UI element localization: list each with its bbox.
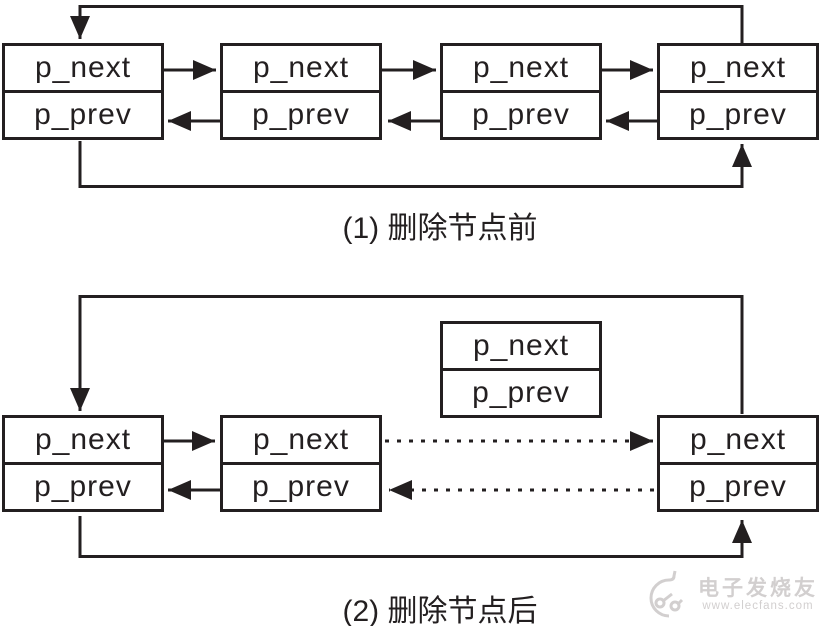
pnext-cell: p_next — [5, 46, 161, 93]
watermark: 电子发烧友 www.elecfans.com — [646, 570, 818, 620]
pprev-label: p_prev — [689, 470, 787, 503]
pprev-label: p_prev — [252, 470, 350, 503]
elecfans-logo-icon — [649, 570, 684, 618]
pnext-label: p_next — [689, 51, 787, 84]
pprev-cell: p_prev — [660, 93, 816, 137]
pprev-cell: p_prev — [223, 465, 379, 509]
pnext-label: p_next — [34, 51, 132, 84]
pnext-cell: p_next — [660, 46, 816, 93]
pprev-label: p_prev — [689, 98, 787, 131]
after-loop-prev1-to-node4-arrow — [78, 516, 752, 558]
pnext-cell: p_next — [5, 418, 161, 465]
after-deleted-node: p_next p_prev — [440, 321, 602, 418]
pprev-cell: p_prev — [5, 93, 161, 137]
pprev-label: p_prev — [34, 470, 132, 503]
pnext-label: p_next — [252, 51, 350, 84]
pprev-label: p_prev — [472, 98, 570, 131]
pnext-cell: p_next — [443, 324, 599, 371]
after-loop-next4-to-node1-arrow — [70, 295, 744, 414]
pnext-cell: p_next — [660, 418, 816, 465]
caption-after: (2) 删除节点后 — [342, 595, 538, 626]
pnext-label: p_next — [34, 423, 132, 456]
pnext-label: p_next — [252, 423, 350, 456]
before-node-1: p_next p_prev — [2, 43, 164, 140]
pprev-cell: p_prev — [443, 371, 599, 415]
after-node-2: p_next p_prev — [220, 415, 382, 512]
pnext-cell: p_next — [223, 46, 379, 93]
after-node-1: p_next p_prev — [2, 415, 164, 512]
watermark-url: www.elecfans.com — [702, 600, 814, 613]
pnext-label: p_next — [472, 329, 570, 362]
watermark-text: 电子发烧友 www.elecfans.com — [698, 577, 818, 613]
pprev-cell: p_prev — [443, 93, 599, 137]
pnext-cell: p_next — [443, 46, 599, 93]
watermark-brand: 电子发烧友 — [698, 577, 818, 601]
pprev-cell: p_prev — [5, 465, 161, 509]
pnext-cell: p_next — [223, 418, 379, 465]
before-node-2: p_next p_prev — [220, 43, 382, 140]
before-loop-prev1-to-node4-arrow — [78, 141, 752, 188]
before-node-4: p_next p_prev — [657, 43, 819, 140]
pnext-label: p_next — [689, 423, 787, 456]
pnext-label: p_next — [472, 51, 570, 84]
pprev-label: p_prev — [34, 98, 132, 131]
pprev-label: p_prev — [472, 376, 570, 409]
caption-before: (1) 删除节点前 — [342, 212, 538, 245]
pprev-cell: p_prev — [660, 465, 816, 509]
before-node-3: p_next p_prev — [440, 43, 602, 140]
pprev-cell: p_prev — [223, 93, 379, 137]
pprev-label: p_prev — [252, 98, 350, 131]
after-node-4: p_next p_prev — [657, 415, 819, 512]
before-loop-next4-to-node1-arrow — [70, 5, 744, 44]
